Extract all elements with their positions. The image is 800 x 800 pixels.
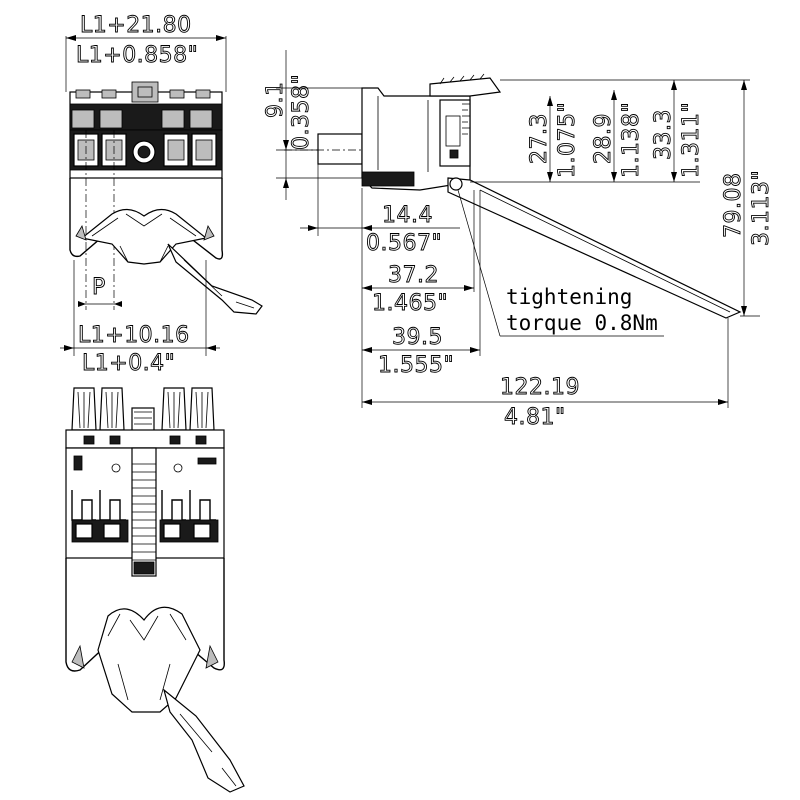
- dim-bottom-width-in: L1+0.4": [82, 351, 175, 376]
- dim-top-width-in: L1+0.858": [76, 43, 198, 68]
- dim-depth-14-4-in: 0.567": [366, 231, 442, 256]
- dim-height-9-1-in: 0.358": [289, 74, 314, 150]
- dim-height-79-08-mm: 79.08: [721, 173, 746, 238]
- top-view: [65, 387, 245, 793]
- annotation-torque: torque 0.8Nm: [506, 311, 658, 335]
- dim-height-28-9-mm: 28.9: [591, 113, 616, 164]
- dim-length-122-19-mm: 122.19: [500, 375, 580, 400]
- dim-depth-37-2-mm: 37.2: [388, 263, 439, 288]
- dim-depth-39-5-mm: 39.5: [392, 325, 443, 350]
- dim-height-27-3-mm: 27.3: [527, 113, 552, 164]
- dim-bottom-width-mm: L1+10.16: [78, 323, 190, 348]
- dim-depth-14-4-mm: 14.4: [382, 203, 433, 228]
- side-view: 9.1 0.358" 27.3 1.075" 28.9 1.138" 33.3 …: [263, 50, 774, 430]
- annotation-tightening: tightening: [506, 285, 632, 309]
- dim-height-27-3-in: 1.075": [555, 102, 580, 178]
- dim-pitch: P: [92, 275, 106, 300]
- dim-top-width-mm: L1+21.80: [80, 13, 192, 38]
- dim-height-79-08-in: 3.113": [749, 170, 774, 246]
- dim-height-33-3-mm: 33.3: [651, 109, 676, 160]
- dim-height-33-3-in: 1.311": [679, 102, 704, 178]
- dim-height-28-9-in: 1.138": [619, 102, 644, 178]
- dim-depth-39-5-in: 1.555": [378, 353, 454, 378]
- dim-depth-37-2-in: 1.465": [372, 291, 448, 316]
- dim-length-122-19-in: 4.81": [504, 405, 566, 430]
- front-view: L1+21.80 L1+0.858": [60, 13, 263, 376]
- dim-height-9-1-mm: 9.1: [263, 82, 288, 119]
